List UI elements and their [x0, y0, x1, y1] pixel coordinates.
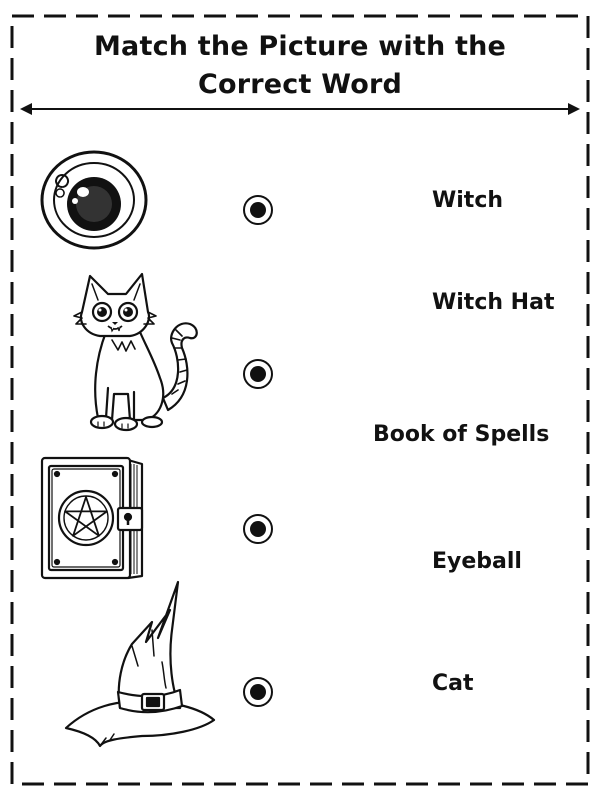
page-title: Match the Picture with the Correct Word — [0, 28, 600, 104]
title-line-2: Correct Word — [197, 69, 403, 100]
match-dot-3[interactable] — [243, 514, 273, 544]
title-line-1: Match the Picture with the — [93, 31, 507, 62]
word-book-of-spells: Book of Spells — [373, 422, 550, 447]
arrow-divider — [20, 103, 580, 115]
word-witch-hat: Witch Hat — [432, 290, 555, 315]
word-witch: Witch — [432, 188, 504, 213]
match-dot-1[interactable] — [243, 195, 273, 225]
book-of-spells-icon — [40, 456, 144, 580]
cat-icon — [73, 272, 198, 432]
match-dot-4[interactable] — [243, 677, 273, 707]
witch-hat-icon — [64, 580, 216, 748]
word-eyeball: Eyeball — [432, 549, 522, 574]
word-cat: Cat — [432, 671, 474, 696]
match-dot-2[interactable] — [243, 359, 273, 389]
eyeball-icon — [40, 150, 148, 250]
